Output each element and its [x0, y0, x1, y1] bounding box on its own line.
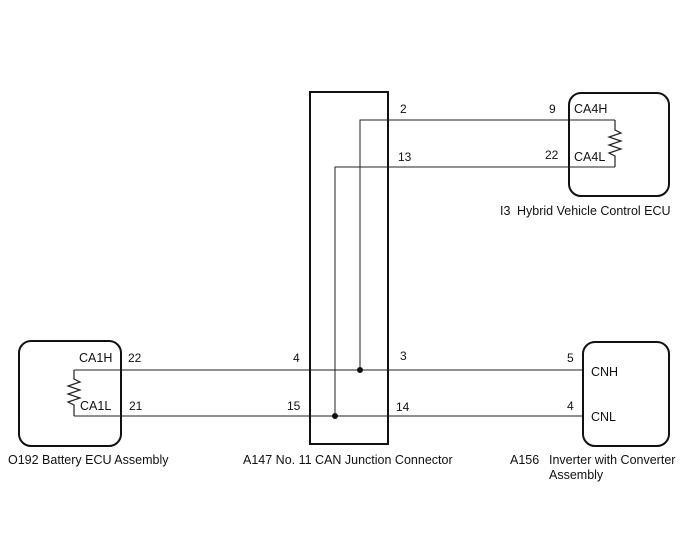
connector-pin-left-l: 15 [287, 399, 301, 413]
battery-ecu-pin-l: 21 [129, 399, 143, 413]
inverter-caption-line1: Inverter with Converter [549, 453, 675, 467]
connector-internal-wiring [310, 119, 388, 417]
hv-ecu-pin-l: 22 [545, 148, 559, 162]
hv-ecu-signal-l: CA4L [574, 150, 605, 164]
inverter-signal-h: CNH [591, 365, 618, 379]
connector-caption: A147 No. 11 CAN Junction Connector [243, 453, 453, 467]
inverter-box [582, 341, 670, 447]
connector-pin-top-l: 13 [398, 150, 412, 164]
battery-ecu-pin-h: 22 [128, 351, 142, 365]
inverter-signal-l: CNL [591, 410, 616, 424]
hv-ecu-terminating-resistor-icon [607, 120, 623, 167]
hv-ecu-box [568, 92, 670, 197]
hv-ecu-signal-h: CA4H [574, 102, 607, 116]
battery-ecu-caption: O192 Battery ECU Assembly [8, 453, 169, 467]
connector-pin-top-h: 2 [400, 102, 407, 116]
connector-pin-right-h: 3 [400, 349, 407, 363]
battery-ecu-terminating-resistor-icon [66, 370, 82, 416]
inverter-caption-id: A156 [510, 453, 539, 467]
inverter-pin-l: 4 [567, 399, 574, 413]
inverter-caption-line2: Assembly [549, 468, 604, 482]
battery-ecu-signal-h: CA1H [79, 351, 112, 365]
connector-pin-left-h: 4 [293, 351, 300, 365]
connector-pin-right-l: 14 [396, 400, 410, 414]
junction-node-can-high [357, 367, 363, 373]
hv-ecu-caption-id: I3 [500, 204, 510, 218]
junction-connector-box [309, 91, 389, 445]
junction-node-can-low [332, 413, 338, 419]
battery-ecu-signal-l: CA1L [80, 399, 111, 413]
hv-ecu-pin-h: 9 [549, 102, 556, 116]
hv-ecu-caption-name: Hybrid Vehicle Control ECU [517, 204, 671, 218]
inverter-pin-h: 5 [567, 351, 574, 365]
